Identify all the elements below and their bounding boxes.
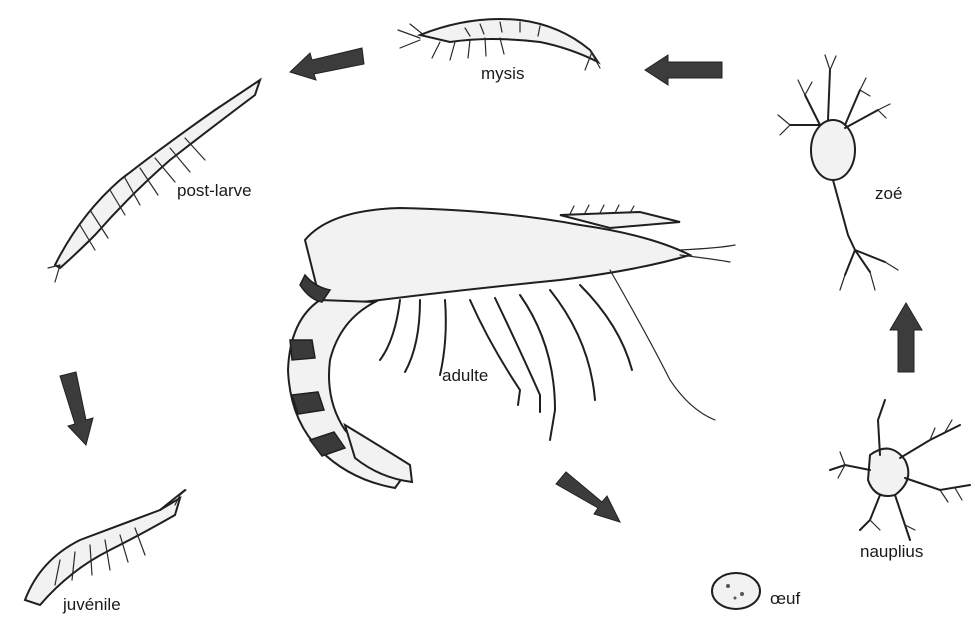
label-oeuf: œuf xyxy=(770,589,800,609)
arrow-zoe-to-mysis xyxy=(645,55,722,85)
arrow-nauplius-to-zoe xyxy=(890,303,922,372)
zoe-illustration xyxy=(778,55,898,290)
arrow-adult-to-egg xyxy=(556,472,620,522)
nauplius-illustration xyxy=(830,400,970,540)
label-mysis: mysis xyxy=(481,64,524,84)
mysis-illustration xyxy=(398,19,600,70)
label-post-larve: post-larve xyxy=(177,181,252,201)
adult-illustration xyxy=(288,205,735,488)
label-zoe: zoé xyxy=(875,184,902,204)
arrow-post-larve-to-juvenile xyxy=(60,372,93,445)
arrow-mysis-to-post-larve xyxy=(290,48,364,80)
label-adulte: adulte xyxy=(442,366,488,386)
label-juvenile: juvénile xyxy=(63,595,121,615)
label-nauplius: nauplius xyxy=(860,542,923,562)
juvenile-illustration xyxy=(25,490,186,605)
egg-illustration xyxy=(712,573,760,609)
